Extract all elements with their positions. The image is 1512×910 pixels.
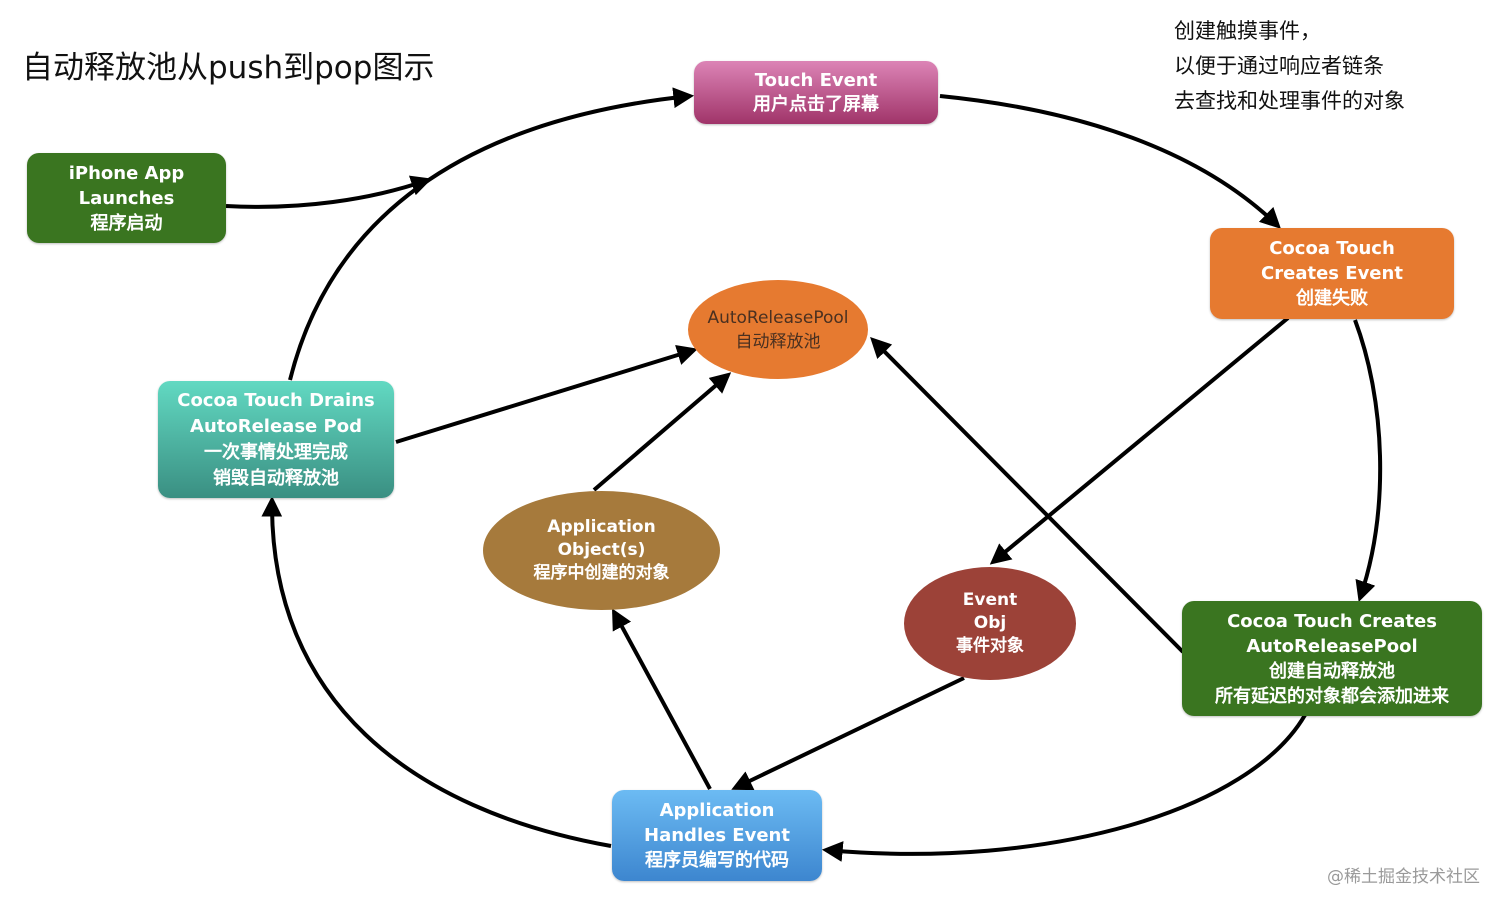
node-label: 用户点击了屏幕 xyxy=(753,93,879,115)
edge-app-objects-to-autorelease-pool xyxy=(592,372,732,492)
node-label: Launches xyxy=(78,187,175,209)
node-label: Cocoa Touch Drains xyxy=(177,389,375,411)
watermark: @稀土掘金技术社区 xyxy=(1327,867,1480,887)
node-label: Application xyxy=(547,517,656,537)
edge-event-obj-to-handles-event xyxy=(731,676,965,791)
node-label: 销毁自动释放池 xyxy=(213,467,339,489)
edge-handles-event-to-drains xyxy=(261,495,612,848)
node-creates-pool: Cocoa Touch Creates AutoReleasePool 创建自动… xyxy=(1182,601,1482,716)
node-label: Object(s) xyxy=(557,540,646,560)
node-label: AutoReleasePool xyxy=(1246,635,1418,657)
note-line: 创建触摸事件， xyxy=(1174,19,1321,43)
node-handles-event: Application Handles Event 程序员编写的代码 xyxy=(612,790,822,881)
node-drains: Cocoa Touch Drains AutoRelease Pod 一次事情处… xyxy=(158,381,394,498)
node-label: iPhone App xyxy=(68,162,185,184)
edge-launch-to-cycle xyxy=(225,175,432,209)
edge-creates-event-to-creates-pool xyxy=(1353,319,1383,602)
annotation-note: 创建触摸事件， 以便于通过响应者链条 去查找和处理事件的对象 xyxy=(1174,14,1405,119)
node-app-launches: iPhone App Launches 程序启动 xyxy=(27,153,226,243)
node-touch-event: Touch Event 用户点击了屏幕 xyxy=(694,61,938,124)
node-label: 程序中创建的对象 xyxy=(533,563,670,583)
node-label: Creates Event xyxy=(1261,263,1403,284)
node-label: 创建失败 xyxy=(1296,288,1368,309)
node-label: Event xyxy=(962,590,1018,610)
node-autorelease-pool: AutoReleasePool 自动释放池 xyxy=(688,280,868,379)
node-label: 所有延迟的对象都会添加进来 xyxy=(1215,685,1449,707)
edge-drains-to-touch-event xyxy=(288,87,695,381)
node-label: Cocoa Touch Creates xyxy=(1227,610,1437,632)
node-label: Handles Event xyxy=(644,825,790,846)
edge-drains-to-autorelease-pool xyxy=(395,344,698,444)
node-label: AutoReleasePool xyxy=(707,307,849,328)
node-label: 事件对象 xyxy=(956,636,1024,656)
note-line: 去查找和处理事件的对象 xyxy=(1174,89,1405,113)
edge-creates-event-to-event-obj xyxy=(989,316,1290,565)
node-label: 一次事情处理完成 xyxy=(204,441,348,463)
diagram-title: 自动释放池从push到pop图示 xyxy=(22,50,435,86)
node-label: Touch Event xyxy=(754,69,878,91)
edge-creates-pool-to-handles-event xyxy=(821,713,1307,862)
node-label: Obj xyxy=(973,613,1007,633)
node-label: 自动释放池 xyxy=(735,331,821,352)
node-label: Cocoa Touch xyxy=(1269,238,1395,259)
node-label: 创建自动释放池 xyxy=(1269,660,1395,682)
node-creates-event: Cocoa Touch Creates Event 创建失败 xyxy=(1210,228,1454,319)
edge-creates-pool-to-autorelease-pool xyxy=(870,337,1185,654)
note-line: 以便于通过响应者链条 xyxy=(1174,54,1384,78)
node-label: 程序启动 xyxy=(90,212,163,234)
node-app-objects: Application Object(s) 程序中创建的对象 xyxy=(483,491,720,610)
edge-handles-event-to-app-objects xyxy=(612,608,712,790)
node-label: AutoRelease Pod xyxy=(190,415,362,437)
edge-touch-event-to-creates-event xyxy=(939,94,1281,229)
node-event-obj: Event Obj 事件对象 xyxy=(904,567,1076,680)
node-label: 程序员编写的代码 xyxy=(645,850,789,871)
node-label: Application xyxy=(659,800,775,821)
